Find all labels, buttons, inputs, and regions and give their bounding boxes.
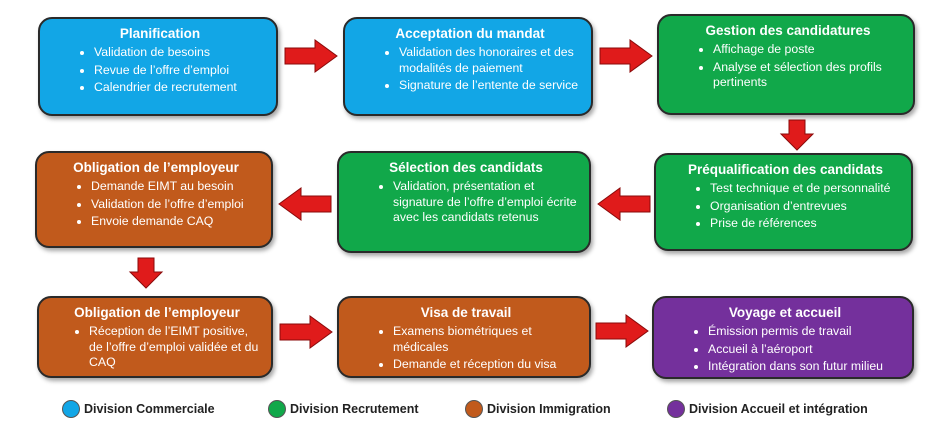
step-list: Affichage de poste Analyse et sélection …	[673, 42, 903, 91]
step-title: Acceptation du mandat	[395, 26, 545, 41]
legend-division-commerciale: Division Commerciale	[62, 399, 215, 419]
step-obligation-employeur-1: Obligation de l’employeur Demande EIMT a…	[35, 151, 273, 248]
legend-dot-icon	[268, 400, 286, 418]
step-item: Validation, présentation et signature de…	[393, 179, 579, 226]
step-title: Voyage et accueil	[728, 305, 842, 320]
step-item: Prise de références	[710, 216, 901, 232]
step-item: Demande et réception du visa	[393, 357, 579, 373]
step-list: Validation, présentation et signature de…	[353, 179, 579, 226]
step-list: Validation des honoraires et des modalit…	[359, 45, 581, 94]
legend-dot-icon	[667, 400, 685, 418]
step-title: Sélection des candidats	[389, 160, 543, 175]
step-item: Demande EIMT au besoin	[91, 179, 261, 195]
arrow-left-icon	[278, 187, 332, 221]
step-list: Examens biométriques et médicales Demand…	[353, 324, 579, 373]
step-item: Affichage de poste	[713, 42, 903, 58]
step-voyage-accueil: Voyage et accueil Émission permis de tra…	[652, 296, 914, 379]
step-title: Gestion des candidatures	[705, 23, 871, 38]
step-item: Examens biométriques et médicales	[393, 324, 579, 355]
step-gestion-candidatures: Gestion des candidatures Affichage de po…	[657, 14, 915, 115]
arrow-right-icon	[595, 314, 649, 348]
legend-dot-icon	[62, 400, 80, 418]
step-item: Validation des honoraires et des modalit…	[399, 45, 581, 76]
step-item: Analyse et sélection des profils pertine…	[713, 60, 903, 91]
step-list: Réception de l’EIMT positive, de l’offre…	[53, 324, 261, 371]
step-planification: Planification Validation de besoins Revu…	[38, 17, 278, 116]
step-item: Validation de besoins	[94, 45, 266, 61]
step-item: Réception de l’EIMT positive, de l’offre…	[89, 324, 261, 371]
step-title: Planification	[119, 26, 201, 41]
step-item: Revue de l’offre d’emploi	[94, 63, 266, 79]
legend-label: Division Recrutement	[290, 402, 419, 416]
step-list: Test technique et de personnalité Organi…	[670, 181, 901, 232]
step-list: Émission permis de travail Accueil à l’a…	[668, 324, 902, 375]
step-list: Validation de besoins Revue de l’offre d…	[54, 45, 266, 96]
arrow-right-icon	[284, 39, 338, 73]
step-prequalification-candidats: Préqualification des candidats Test tech…	[654, 153, 913, 251]
legend-division-immigration: Division Immigration	[465, 399, 611, 419]
step-item: Calendrier de recrutement	[94, 80, 266, 96]
step-list: Demande EIMT au besoin Validation de l’o…	[51, 179, 261, 230]
step-obligation-employeur-2: Obligation de l’employeur Réception de l…	[37, 296, 273, 378]
step-item: Organisation d’entrevues	[710, 199, 901, 215]
step-item: Envoie demande CAQ	[91, 214, 261, 230]
arrow-right-icon	[279, 315, 333, 349]
step-item: Signature de l’entente de service	[399, 78, 581, 94]
step-title: Visa de travail	[420, 305, 512, 320]
arrow-down-icon	[779, 119, 815, 151]
legend-division-accueil-integration: Division Accueil et intégration	[667, 399, 868, 419]
arrow-down-icon	[128, 257, 164, 289]
step-title: Préqualification des candidats	[687, 162, 884, 177]
step-item: Émission permis de travail	[708, 324, 902, 340]
step-acceptation-mandat: Acceptation du mandat Validation des hon…	[343, 17, 593, 116]
legend-division-recrutement: Division Recrutement	[268, 399, 419, 419]
arrow-left-icon	[597, 187, 651, 221]
step-title: Obligation de l’employeur	[73, 160, 239, 175]
step-item: Test technique et de personnalité	[710, 181, 901, 197]
legend-dot-icon	[465, 400, 483, 418]
legend-label: Division Accueil et intégration	[689, 402, 868, 416]
step-item: Validation de l’offre d’emploi	[91, 197, 261, 213]
step-selection-candidats: Sélection des candidats Validation, prés…	[337, 151, 591, 253]
arrow-right-icon	[599, 39, 653, 73]
legend-label: Division Immigration	[487, 402, 611, 416]
step-visa-travail: Visa de travail Examens biométriques et …	[337, 296, 591, 378]
legend-label: Division Commerciale	[84, 402, 215, 416]
step-item: Intégration dans son futur milieu	[708, 359, 902, 375]
step-title: Obligation de l’employeur	[74, 305, 240, 320]
step-item: Accueil à l’aéroport	[708, 342, 902, 358]
